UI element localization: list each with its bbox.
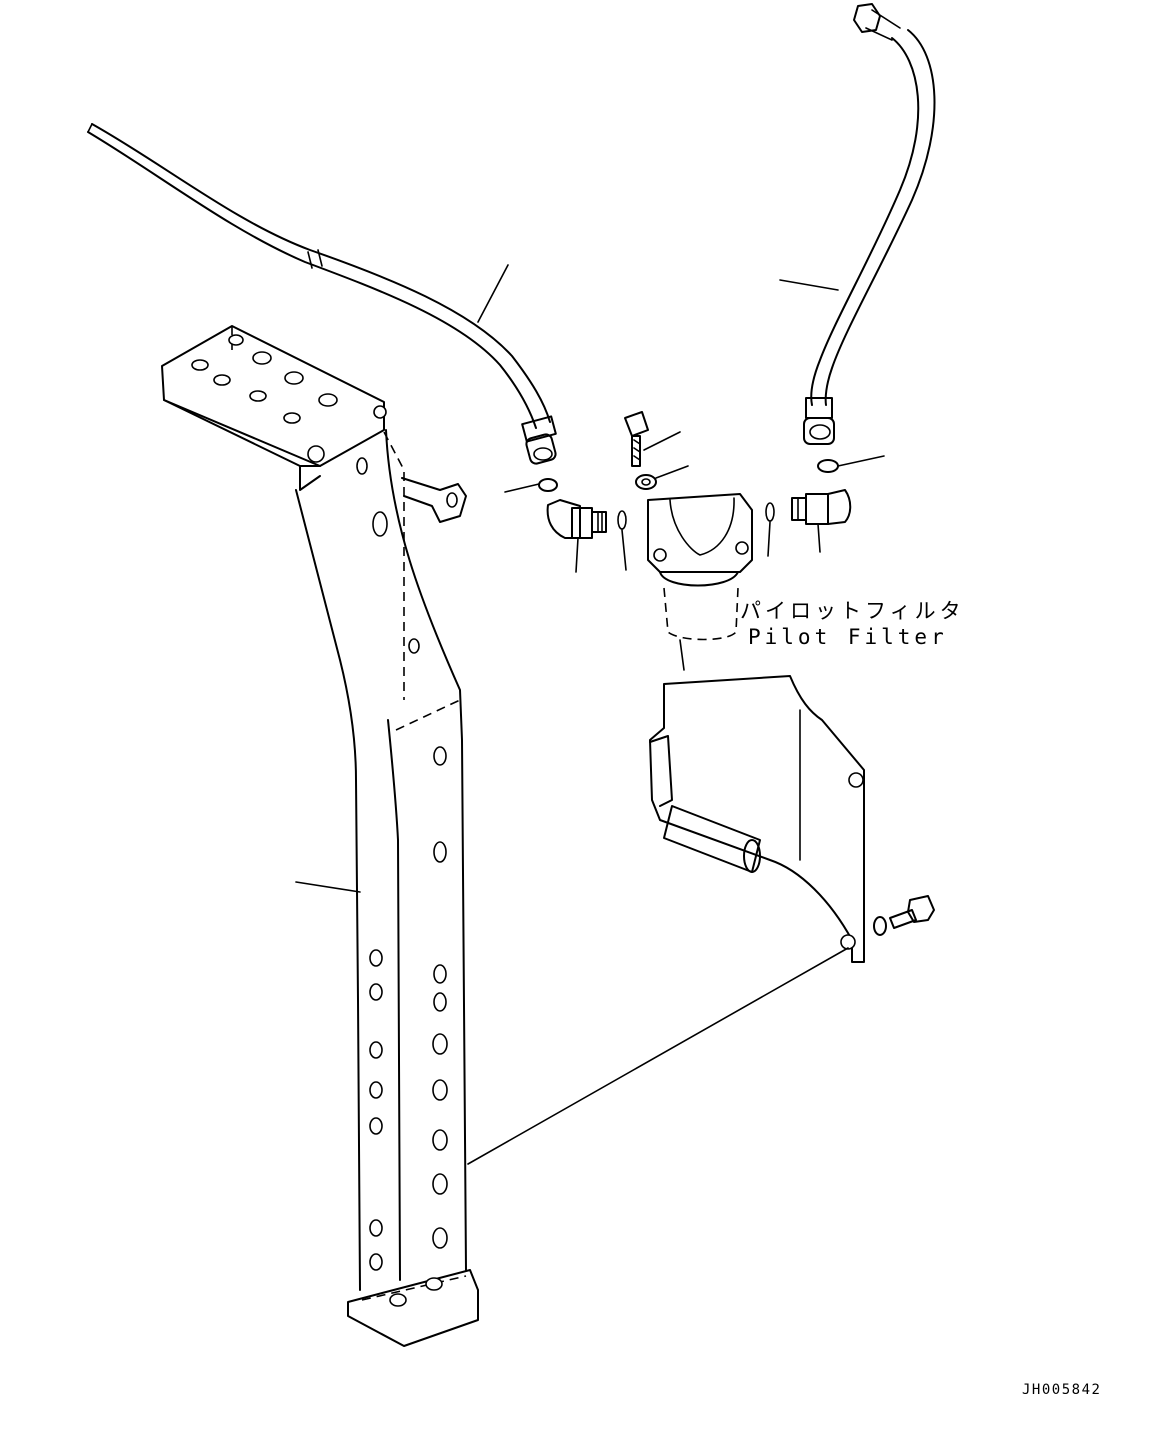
bracket-to-stand-line [467, 947, 849, 1165]
o-ring-left [538, 478, 558, 492]
left-hose [87, 123, 557, 465]
mounting-bracket [649, 675, 865, 963]
left-hose-leader [477, 264, 509, 323]
stand-column [161, 325, 479, 1347]
elbow-fitting-right [791, 489, 852, 525]
right-hose [803, 3, 936, 445]
filter-washer [635, 474, 657, 490]
o-ring-filter-left [617, 510, 627, 530]
drawing-id: JH005842 [1022, 1382, 1102, 1398]
pilot-filter-body [647, 493, 753, 671]
o-ring-filter-right [765, 502, 775, 522]
pilot-filter-label-jp: パイロットフィルタ [740, 599, 965, 623]
filter-bolt [624, 411, 649, 467]
elbow-fitting-left [546, 499, 607, 539]
column-holes [356, 457, 448, 1307]
stand-leader [295, 881, 361, 893]
bracket-bolt [873, 895, 935, 936]
pilot-filter-label-en: Pilot Filter [748, 625, 948, 649]
o-ring-right [817, 459, 839, 473]
top-plate-holes [191, 334, 387, 463]
right-hose-leader [779, 279, 839, 291]
